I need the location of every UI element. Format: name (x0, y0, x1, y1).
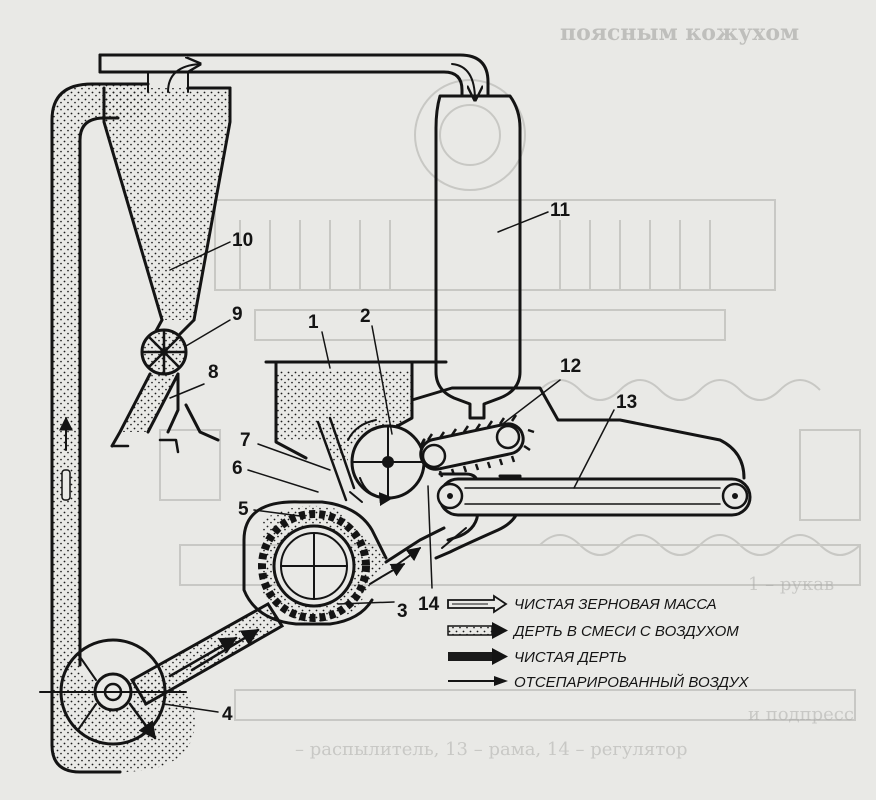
callout-2: 2 (360, 306, 371, 327)
discharge-pipe (129, 547, 422, 707)
legend-item-clean-meal: ЧИСТАЯ ДЕРТЬ (448, 648, 627, 666)
callout-10: 10 (232, 230, 253, 251)
legend-label-3: ЧИСТАЯ ДЕРТЬ (514, 649, 627, 666)
bg-text-caption: – распылитель, 13 – рама, 14 – регулятор (295, 739, 688, 760)
legend-label-4: ОТСЕПАРИРОВАННЫЙ ВОЗДУХ (514, 673, 750, 691)
callout-6: 6 (232, 458, 243, 479)
frame-13 (436, 477, 752, 517)
hammer-drum-3 (242, 500, 388, 626)
callout-14: 14 (418, 594, 440, 615)
separator-column-11 (434, 94, 522, 420)
bg-text-top: поясным кожухом (560, 20, 799, 46)
callout-11: 11 (550, 200, 571, 221)
top-air-duct (98, 53, 490, 100)
bg-text-fragment-1: 1 – рукав (748, 574, 834, 595)
callout-9: 9 (232, 304, 243, 325)
airlock-feeder-9 (140, 318, 196, 376)
callout-3: 3 (397, 601, 408, 622)
bg-text-fragment-2: и подпресс (748, 704, 854, 725)
auger-conveyor-12 (419, 414, 535, 478)
callout-4: 4 (222, 704, 233, 725)
line-arrow-icon (448, 676, 508, 686)
callout-13: 13 (616, 392, 637, 413)
background-layer (159, 79, 861, 721)
legend-item-meal-air: ДЕРТЬ В СМЕСИ С ВОЗДУХОМ (447, 622, 739, 640)
solid-arrow-icon (448, 648, 508, 665)
callout-5: 5 (238, 499, 249, 520)
callout-7: 7 (240, 430, 251, 451)
legend: ЧИСТАЯ ЗЕРНОВАЯ МАССА ДЕРТЬ В СМЕСИ С ВО… (447, 594, 750, 691)
hollow-arrow-icon (447, 594, 508, 614)
legend-item-separated-air: ОТСЕПАРИРОВАННЫЙ ВОЗДУХ (448, 673, 750, 691)
fan-4 (39, 638, 187, 746)
callout-8: 8 (208, 362, 219, 383)
legend-label-2: ДЕРТЬ В СМЕСИ С ВОЗДУХОМ (512, 623, 739, 640)
outlet-spout-8 (110, 372, 220, 454)
cyclone-10 (102, 86, 232, 322)
callouts: 1 2 3 4 5 6 7 8 9 10 11 12 13 14 (163, 200, 637, 725)
legend-label-1: ЧИСТАЯ ЗЕРНОВАЯ МАССА (514, 596, 717, 613)
callout-1: 1 (308, 312, 319, 333)
dotted-arrow-icon (447, 622, 508, 639)
callout-12: 12 (560, 356, 581, 377)
legend-item-clean-grain: ЧИСТАЯ ЗЕРНОВАЯ МАССА (447, 594, 717, 614)
